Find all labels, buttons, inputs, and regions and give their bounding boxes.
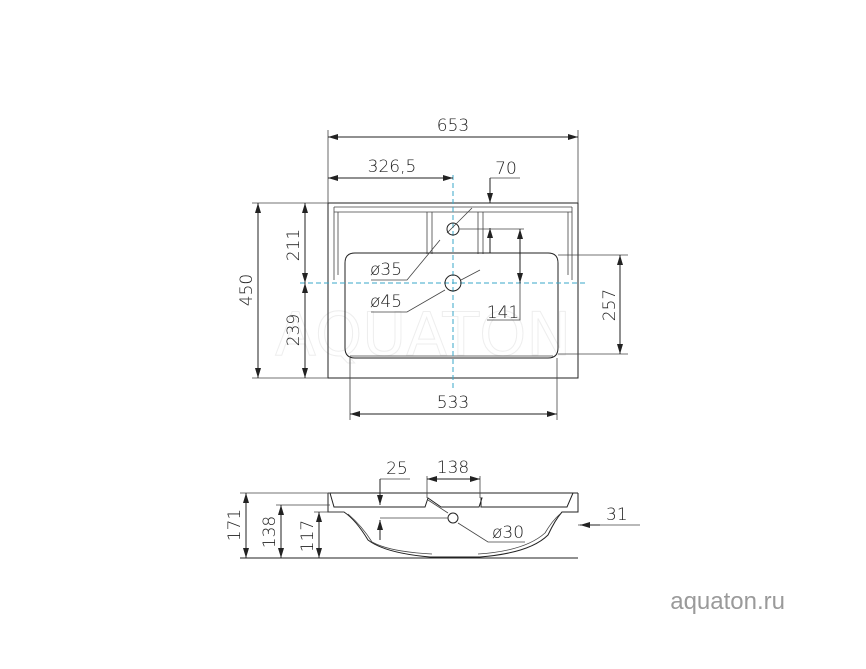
dim-138-height: 138 bbox=[260, 516, 280, 548]
side-rim bbox=[328, 492, 578, 508]
dim-257: 257 bbox=[600, 289, 620, 321]
dim-171: 171 bbox=[225, 509, 245, 541]
side-view: 171 138 117 25 138 ø30 31 bbox=[225, 458, 640, 559]
site-watermark: aquaton.ru bbox=[670, 588, 785, 615]
bowl-outline bbox=[344, 252, 559, 359]
dim-326-5: 326,5 bbox=[368, 157, 417, 177]
dim-138-width: 138 bbox=[437, 458, 469, 478]
dim-141: 141 bbox=[487, 303, 519, 323]
dim-31: 31 bbox=[606, 505, 628, 525]
dim-653: 653 bbox=[437, 116, 469, 136]
dim-70: 70 bbox=[495, 159, 517, 179]
top-view: AQUATON 653 326,5 70 450 211 239 bbox=[237, 116, 628, 420]
dim-211: 211 bbox=[284, 229, 304, 261]
overflow-hole bbox=[447, 512, 459, 524]
dim-d30: ø30 bbox=[492, 523, 524, 543]
ghost-watermark: AQUATON bbox=[275, 300, 571, 370]
side-profile bbox=[327, 493, 579, 558]
dim-25: 25 bbox=[386, 459, 408, 479]
dim-d35: ø35 bbox=[370, 260, 402, 280]
dim-117: 117 bbox=[298, 520, 318, 552]
dim-533: 533 bbox=[437, 393, 469, 413]
dim-d45: ø45 bbox=[370, 292, 402, 312]
dim-239: 239 bbox=[284, 314, 304, 346]
dim-450: 450 bbox=[237, 274, 257, 306]
drain-hole bbox=[444, 274, 462, 292]
